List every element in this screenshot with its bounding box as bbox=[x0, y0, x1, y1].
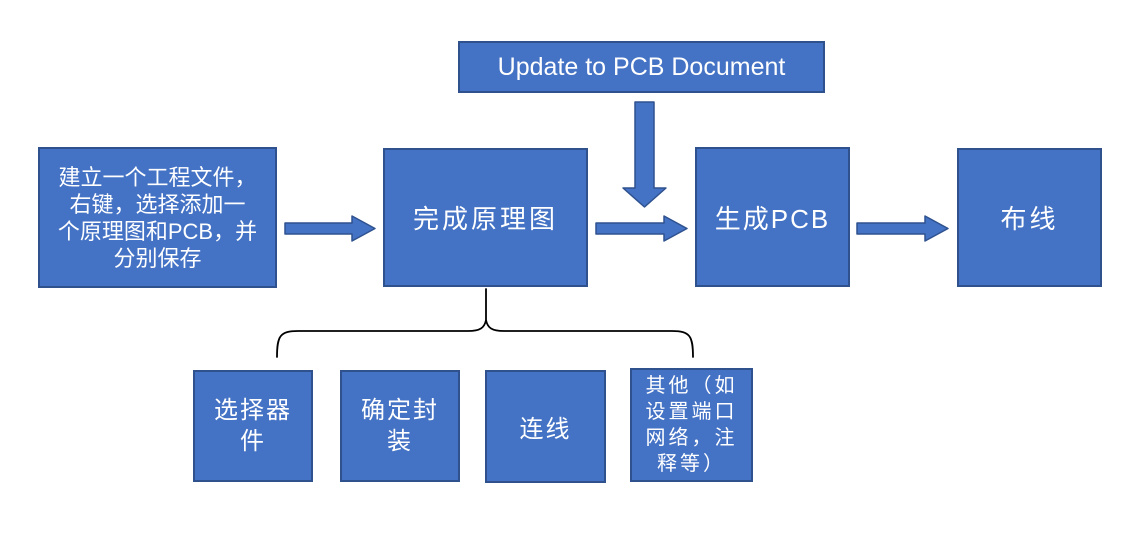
node-generate-pcb: 生成PCB bbox=[695, 147, 850, 287]
node-update-to-pcb-document: Update to PCB Document bbox=[458, 41, 825, 93]
node-others: 其他（如 设置端口 网络，注 释等） bbox=[630, 368, 753, 482]
update-down-arrow bbox=[622, 101, 667, 208]
brace-bracket bbox=[276, 319, 694, 358]
node-wiring: 连线 bbox=[485, 370, 606, 483]
node-label: 完成原理图 bbox=[412, 204, 558, 234]
node-label: 建立一个工程文件， 右键，选择添加一 个原理图和PCB，并 分别保存 bbox=[57, 164, 258, 271]
node-select-components: 选择器 件 bbox=[193, 370, 313, 482]
node-label: 确定封 装 bbox=[361, 397, 439, 455]
node-routing: 布线 bbox=[957, 148, 1102, 287]
node-label: 连线 bbox=[519, 416, 572, 443]
node-confirm-footprint: 确定封 装 bbox=[340, 370, 460, 482]
node-label: 其他（如 设置端口 网络，注 释等） bbox=[645, 375, 738, 475]
node-label: 生成PCB bbox=[714, 203, 831, 234]
node-label: 选择器 件 bbox=[214, 397, 292, 455]
arrow-create-to-schematic bbox=[284, 215, 376, 242]
arrow-pcb-to-routing bbox=[856, 215, 949, 242]
node-label: Update to PCB Document bbox=[497, 52, 786, 81]
node-label: 布线 bbox=[1000, 204, 1059, 234]
node-create-project-file: 建立一个工程文件， 右键，选择添加一 个原理图和PCB，并 分别保存 bbox=[38, 147, 277, 288]
arrow-schematic-to-pcb bbox=[595, 215, 688, 242]
node-complete-schematic: 完成原理图 bbox=[383, 148, 588, 287]
